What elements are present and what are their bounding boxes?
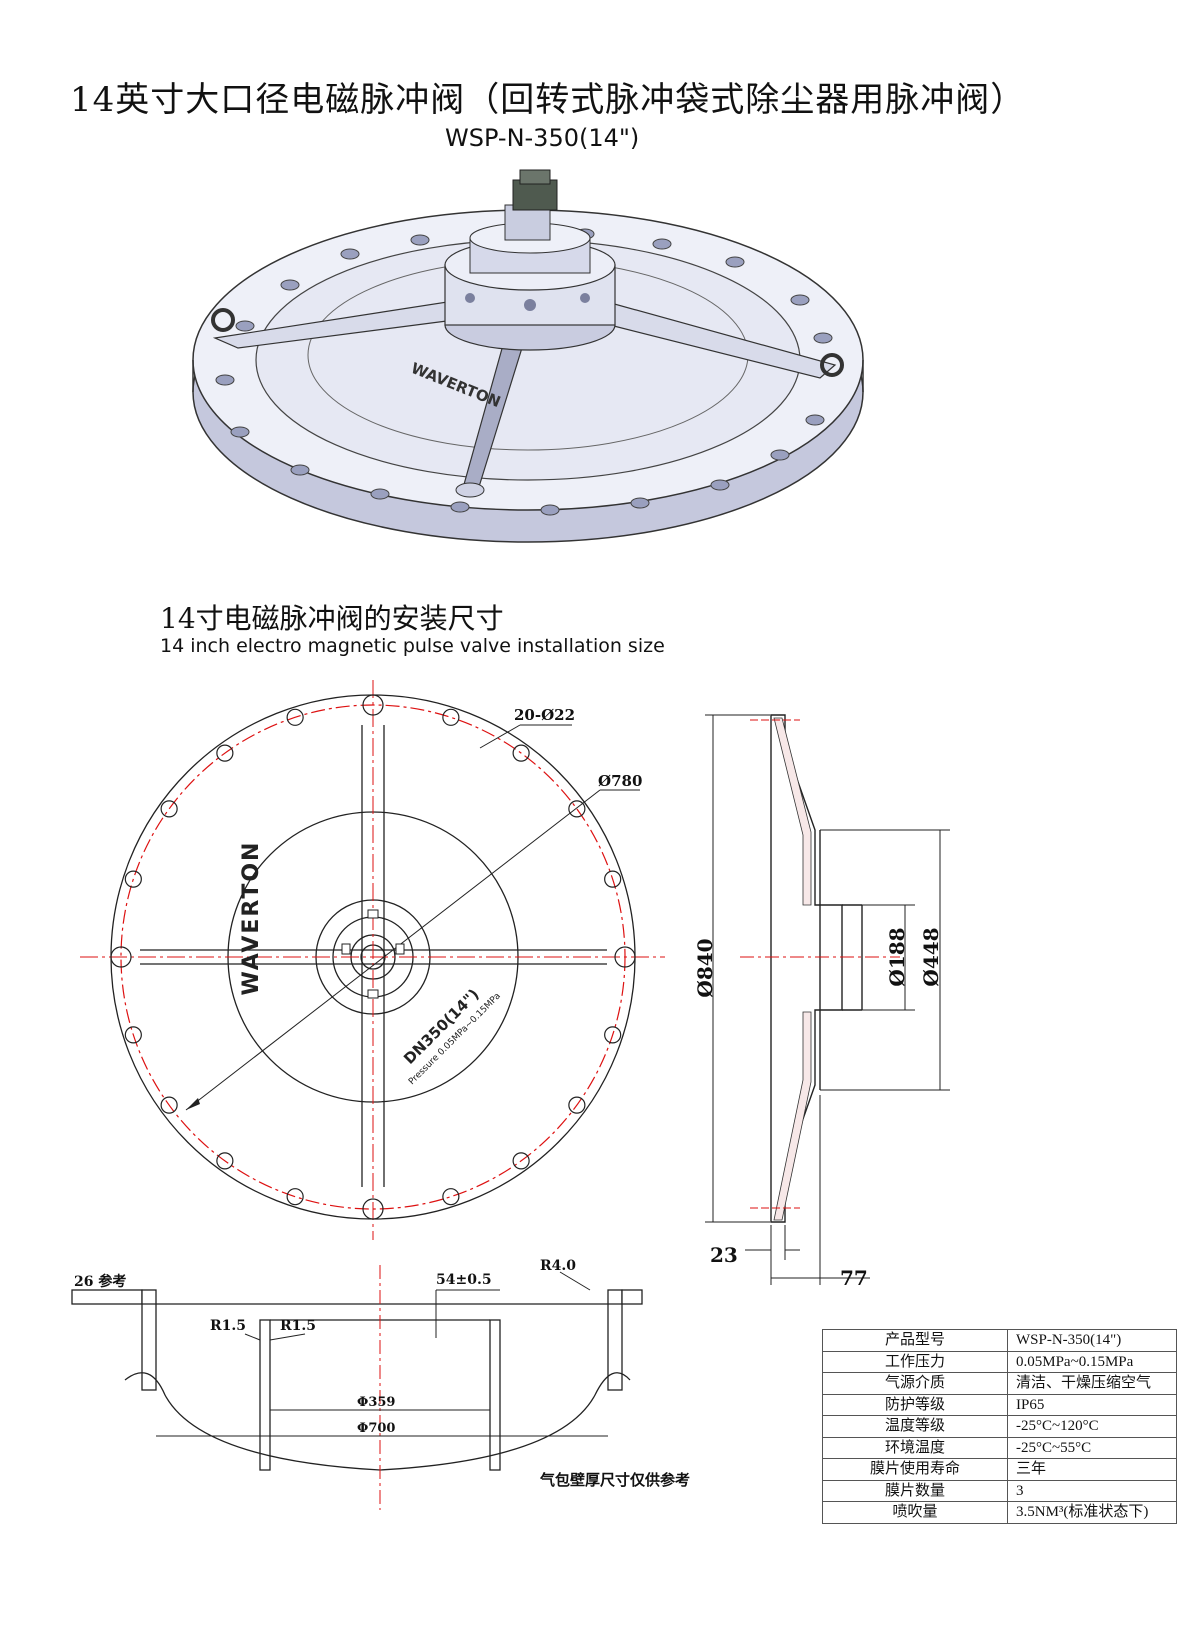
bolt-hole <box>362 1198 384 1220</box>
spec-value: 3 <box>1007 1479 1177 1502</box>
bolt-hole <box>442 1188 460 1206</box>
bolt-hole <box>124 1026 142 1044</box>
spec-key: 工作压力 <box>822 1350 1008 1373</box>
spec-value: -25°C~120°C <box>1007 1415 1177 1438</box>
spec-key: 环境温度 <box>822 1436 1008 1459</box>
model-number: WSP-N-350(14") <box>445 124 640 152</box>
bolt-hole <box>568 800 586 818</box>
section-title-en: 14 inch electro magnetic pulse valve ins… <box>160 635 665 657</box>
bolt-hole <box>512 744 530 762</box>
brand-stamp: WAVERTON <box>239 841 264 996</box>
spec-row: 温度等级-25°C~120°C <box>822 1415 1177 1438</box>
spec-key: 膜片使用寿命 <box>822 1458 1008 1481</box>
bolt-hole <box>160 1096 178 1114</box>
bolt-hole <box>286 708 304 726</box>
bolt-hole <box>124 870 142 888</box>
dim-77: 77 <box>840 1266 868 1290</box>
bolt-hole <box>512 1152 530 1170</box>
spec-key: 喷吹量 <box>822 1501 1008 1524</box>
dim-448: Ø448 <box>919 927 943 986</box>
spec-value: WSP-N-350(14") <box>1007 1329 1177 1352</box>
wall-thickness-note: 气包壁厚尺寸仅供参考 <box>540 1471 691 1489</box>
spec-key: 防护等级 <box>822 1393 1008 1416</box>
dim-outer-diameter: Ø840 <box>693 938 717 997</box>
size-stamp: DN350(14") <box>400 985 483 1068</box>
bolt-hole <box>286 1188 304 1206</box>
bolt-hole <box>604 870 622 888</box>
spec-key: 气源介质 <box>822 1372 1008 1395</box>
bolt-hole <box>362 694 384 716</box>
spec-value: 3.5NM³(标准状态下) <box>1007 1501 1177 1524</box>
bolt-hole <box>604 1026 622 1044</box>
bolt-hole <box>160 800 178 818</box>
spec-value: 0.05MPa~0.15MPa <box>1007 1350 1177 1373</box>
bolt-hole <box>216 1152 234 1170</box>
product-illustration: WAVERTON <box>192 169 864 543</box>
ref-26: 26 参考 <box>74 1273 126 1290</box>
spec-row: 气源介质清洁、干燥压缩空气 <box>822 1372 1177 1395</box>
bolt-hole <box>614 946 636 968</box>
spec-value: 三年 <box>1007 1458 1177 1481</box>
pressure-stamp: Pressure 0.05MPa~0.15MPa <box>407 991 503 1087</box>
tolerance-54: 54±0.5 <box>436 1272 492 1288</box>
dim-23: 23 <box>710 1243 738 1267</box>
dim-188: Ø188 <box>885 927 909 986</box>
spec-row: 膜片使用寿命三年 <box>822 1458 1177 1481</box>
holes-label: 20-Ø22 <box>514 706 575 724</box>
spec-row: 环境温度-25°C~55°C <box>822 1436 1177 1459</box>
page-title: 14英寸大口径电磁脉冲阀（回转式脉冲袋式除尘器用脉冲阀） <box>70 80 1026 120</box>
spec-value: 清洁、干燥压缩空气 <box>1007 1372 1177 1395</box>
dim-700: Φ700 <box>357 1421 395 1436</box>
spec-value: IP65 <box>1007 1393 1177 1416</box>
spec-value: -25°C~55°C <box>1007 1436 1177 1459</box>
spec-key: 膜片数量 <box>822 1479 1008 1502</box>
bolt-hole <box>216 744 234 762</box>
bolt-hole <box>568 1096 586 1114</box>
radius-15b: R1.5 <box>280 1318 316 1334</box>
spec-key: 产品型号 <box>822 1329 1008 1352</box>
spec-key: 温度等级 <box>822 1415 1008 1438</box>
section-title-cn: 14寸电磁脉冲阀的安装尺寸 <box>160 602 504 635</box>
radius-15a: R1.5 <box>210 1318 246 1334</box>
bolt-hole <box>110 946 132 968</box>
bolt-holes <box>110 694 636 1220</box>
bolt-hole <box>442 708 460 726</box>
pcd-label: Ø780 <box>598 772 642 790</box>
radius-4: R4.0 <box>540 1258 576 1274</box>
dim-359: Φ359 <box>357 1395 395 1410</box>
